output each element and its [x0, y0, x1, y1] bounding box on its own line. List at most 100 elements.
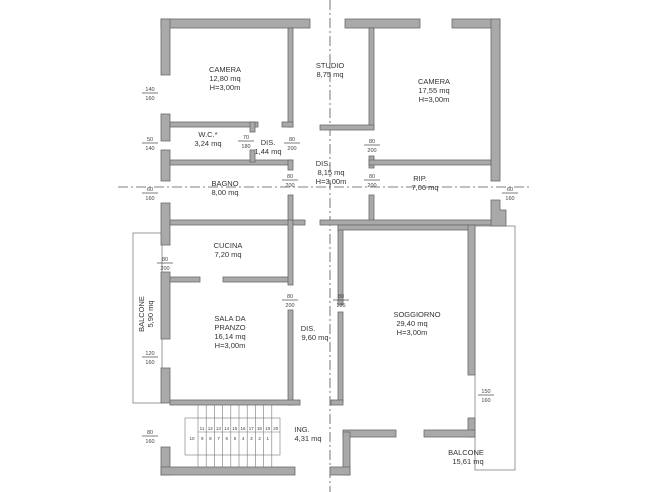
- room-bagno: BAGNO 8,00 mq: [211, 179, 238, 197]
- stair-step-number: 17: [249, 426, 255, 431]
- dimension-width: 140: [145, 87, 154, 93]
- room-height: H=3,00m: [215, 341, 246, 350]
- room-area: 9,60 mq: [301, 333, 328, 342]
- room-area: 4,31 mq: [294, 434, 321, 443]
- opening-dimension-w-camera1: 140 160: [142, 87, 158, 102]
- walls: [160, 18, 507, 476]
- dimension-height: 200: [367, 148, 376, 154]
- dimension-height: 200: [285, 183, 294, 189]
- balcony-right-outline: [474, 225, 516, 471]
- stair-step-number: 19: [265, 426, 271, 431]
- room-balcone-left: BALCONE 5,90 mq: [137, 296, 155, 332]
- room-area: 29,40 mq: [396, 319, 427, 328]
- room-area: 7,20 mq: [214, 250, 241, 259]
- dimension-height: 200: [285, 303, 294, 309]
- stair-step-number: 2: [258, 436, 261, 441]
- stair-step-number: 11: [200, 426, 205, 431]
- room-name: W.C.*: [198, 130, 217, 139]
- dimension-width: 80: [289, 137, 295, 143]
- room-sala-da-pranzo: SALA DA PRANZO 16,14 mq H=3,00m: [214, 314, 245, 350]
- room-name: CAMERA: [418, 77, 450, 86]
- room-name: SALA DA: [214, 314, 245, 323]
- dimension-width: 70: [243, 135, 249, 141]
- room-soggiorno: SOGGIORNO 29,40 mq H=3,00m: [393, 310, 440, 337]
- room-area: 8,00 mq: [211, 188, 238, 197]
- room-name: DIS.: [301, 324, 316, 333]
- room-name: DIS.: [261, 138, 276, 147]
- room-name-line2: PRANZO: [214, 323, 245, 332]
- room-name: SOGGIORNO: [393, 310, 440, 319]
- room-camera-1: CAMERA 12,80 mq H=3,00m: [209, 65, 241, 92]
- room-balcone-right: BALCONE 15,61 mq: [448, 448, 484, 466]
- room-studio: STUDIO 8,75 mq: [316, 61, 345, 79]
- stair-step-number: 18: [257, 426, 263, 431]
- room-area: 12,80 mq: [209, 74, 240, 83]
- opening-dimension-w-wc: 50 140: [142, 137, 158, 152]
- room-ing: ING. 4,31 mq: [294, 425, 321, 443]
- opening-dimension-d-bagno: 80 200: [282, 174, 298, 189]
- room-dis-1: DIS. 1,44 mq: [254, 138, 281, 156]
- stair-step-number: 4: [242, 436, 245, 441]
- dimension-height: 160: [145, 360, 154, 366]
- room-name: BAGNO: [211, 179, 238, 188]
- stair-step-number: 15: [232, 426, 238, 431]
- dimension-width: 60: [507, 187, 513, 193]
- dimension-width: 50: [147, 137, 153, 143]
- dimension-height: 160: [145, 96, 154, 102]
- dimension-width: 80: [338, 294, 344, 300]
- stair-step-number: 9: [201, 436, 204, 441]
- stair-step-number: 1: [267, 436, 270, 441]
- stair-step-number: 3: [250, 436, 253, 441]
- room-rip: RIP. 7,06 mq: [411, 174, 438, 192]
- opening-dimension-w-sala: 120 160: [142, 351, 158, 366]
- opening-dimension-d-wc: 70 180: [238, 135, 254, 150]
- room-area: 16,14 mq: [214, 332, 245, 341]
- room-area: 3,24 mq: [194, 139, 221, 148]
- stair-step-number: 12: [208, 426, 214, 431]
- opening-dimension-d-rip: 80 200: [364, 174, 380, 189]
- dimension-width: 80: [287, 174, 293, 180]
- room-area: 7,06 mq: [411, 183, 438, 192]
- dimension-height: 200: [160, 266, 169, 272]
- room-name: STUDIO: [316, 61, 345, 70]
- room-name: DIS.: [316, 159, 331, 168]
- dimension-height: 140: [145, 146, 154, 152]
- room-cucina: CUCINA 7,20 mq: [214, 241, 243, 259]
- stair-step-number: 10: [189, 436, 195, 441]
- room-height: H=3,00m: [419, 95, 450, 104]
- opening-dimensions: 1401605014060160601601201608016015016070…: [142, 87, 518, 445]
- room-area: 17,55 mq: [418, 86, 449, 95]
- stair-step-number: 16: [240, 426, 246, 431]
- room-area: 15,61 mq: [452, 457, 483, 466]
- dimension-height: 200: [367, 183, 376, 189]
- dimension-width: 150: [481, 389, 490, 395]
- room-area: 1,44 mq: [254, 147, 281, 156]
- room-height: H=3,00m: [397, 328, 428, 337]
- stair-step-number: 14: [224, 426, 230, 431]
- room-name: BALCONE: [448, 448, 484, 457]
- room-wc: W.C.* 3,24 mq: [194, 130, 221, 148]
- stair-step-number: 5: [234, 436, 237, 441]
- dimension-width: 80: [369, 174, 375, 180]
- dimension-width: 120: [145, 351, 154, 357]
- stair-step-number: 6: [226, 436, 229, 441]
- room-camera-2: CAMERA 17,55 mq H=3,00m: [418, 77, 450, 104]
- stair-step-number: 8: [209, 436, 212, 441]
- dimension-height: 180: [241, 144, 250, 150]
- room-name: RIP.: [413, 174, 427, 183]
- room-height: H=3,00m: [210, 83, 241, 92]
- stair-step-number: 20: [273, 426, 279, 431]
- room-area: 5,90 mq: [146, 300, 155, 327]
- stair-step-number: 7: [217, 436, 220, 441]
- dimension-width: 60: [147, 187, 153, 193]
- room-name: CAMERA: [209, 65, 241, 74]
